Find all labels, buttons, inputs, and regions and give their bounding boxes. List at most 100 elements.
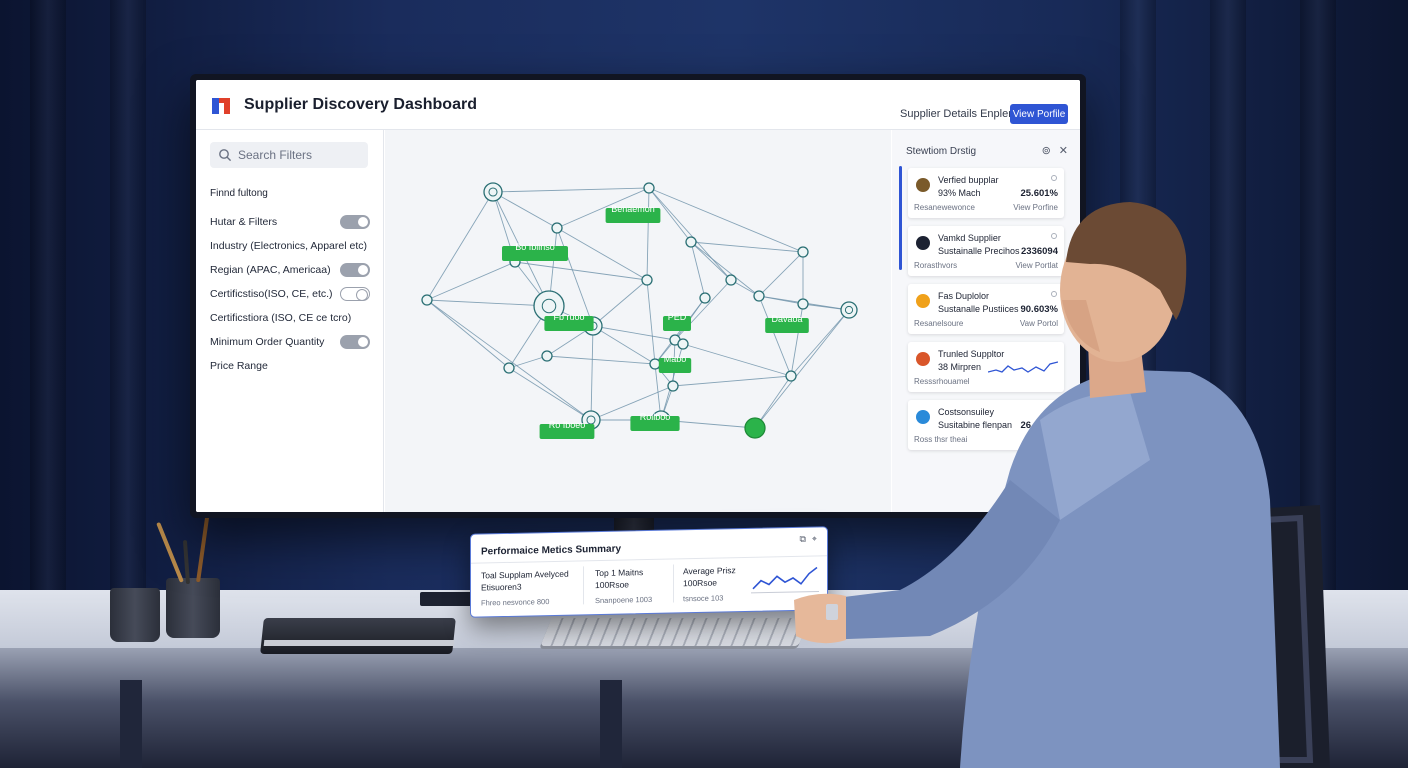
filter-label: Minimum Order Quantity: [210, 336, 325, 348]
filter-row[interactable]: Certificstiso(ISO, CE, etc.): [210, 286, 370, 304]
metric-total-suppliers: Toal Supplam Avelyced Etisuoren3 Fhreo n…: [481, 568, 569, 608]
graph-node[interactable]: [725, 274, 737, 286]
graph-node[interactable]: [483, 182, 503, 202]
supplier-subtitle: 38 Mirpren: [938, 362, 982, 372]
graph-edge: [556, 227, 594, 327]
keyboard[interactable]: [540, 618, 810, 646]
graph-node[interactable]: [641, 274, 653, 286]
graph-node-label[interactable]: Mabo: [658, 354, 692, 373]
graph-edge: [426, 191, 494, 301]
metric-top-matches: Top 1 Maitns 100Rsoe Snanpoene 1003: [595, 567, 653, 606]
graph-node-label[interactable]: Davaoa: [765, 314, 809, 333]
graph-node[interactable]: [541, 350, 553, 362]
close-icon[interactable]: ✕: [1058, 145, 1068, 157]
graph-node-label[interactable]: Ro Iboeo: [539, 420, 595, 439]
supplier-details-link[interactable]: Supplier Details Enplers: [900, 108, 1018, 120]
search-icon: [219, 149, 232, 162]
graph-node[interactable]: [643, 182, 655, 194]
select-checkbox[interactable]: [1051, 175, 1057, 181]
graph-node[interactable]: [797, 246, 809, 258]
filter-toggle[interactable]: [340, 215, 370, 229]
graph-node[interactable]: [667, 380, 679, 392]
filter-row[interactable]: Price Range: [210, 358, 370, 376]
filter-label: Certificstiora (ISO, CE ce tcro): [210, 312, 352, 324]
performance-metrics-card: Performaice Metics Summary ⧉ ⌖ Toal Supp…: [470, 526, 828, 618]
supplier-avatar: [916, 352, 930, 366]
graph-node[interactable]: [649, 358, 661, 370]
select-checkbox[interactable]: [1051, 291, 1057, 297]
supplier-meta: Ross thsr theai: [914, 435, 968, 444]
supplier-sparkline: [988, 361, 1058, 373]
graph-node[interactable]: [785, 370, 797, 382]
view-profile-link[interactable]: Vaw Io: [1034, 435, 1058, 444]
mug: [110, 588, 160, 642]
notebook: [260, 618, 456, 654]
graph-node[interactable]: [677, 338, 689, 350]
graph-node[interactable]: [744, 417, 766, 439]
pin-icon[interactable]: ⌖: [811, 533, 817, 544]
filter-toggle[interactable]: [340, 335, 370, 349]
graph-label-text: Fb ruoo: [553, 312, 584, 322]
network-graph-canvas[interactable]: Benaemon Bo Iblinso Fb ruoo PED DavaoaMaboRo…: [385, 130, 891, 512]
filter-row[interactable]: Certificstiora (ISO, CE ce tcro): [210, 310, 370, 328]
graph-edge: [672, 375, 792, 387]
graph-node[interactable]: [699, 292, 711, 304]
copy-icon[interactable]: ⧉: [799, 533, 806, 544]
graph-node[interactable]: [797, 298, 809, 310]
graph-label-text: Rollboo: [640, 412, 671, 422]
graph-node[interactable]: [840, 301, 858, 319]
view-profile-link[interactable]: View Porfine: [1013, 203, 1058, 212]
graph-edge: [648, 187, 692, 243]
graph-node-label[interactable]: Fb ruoo: [544, 312, 594, 331]
graph-node-label[interactable]: PED: [663, 312, 691, 331]
panel-title: Stewtiom Drstig: [906, 146, 977, 157]
settings-icon[interactable]: ⊚: [1041, 145, 1051, 157]
graph-label-text: Bo Iblinso: [515, 242, 555, 252]
view-profile-button[interactable]: View Porfile: [1010, 104, 1068, 124]
supplier-score: 90.603%: [1020, 304, 1058, 315]
graph-node-label[interactable]: Rollboo: [630, 412, 680, 431]
supplier-name: Fas Duplolor: [938, 291, 990, 301]
metrics-sparkline: [751, 566, 819, 594]
graph-node[interactable]: [685, 236, 697, 248]
supplier-avatar: [916, 236, 930, 250]
view-profile-link[interactable]: View Portlat: [1015, 261, 1058, 270]
graph-node[interactable]: [753, 290, 765, 302]
supplier-avatar: [916, 178, 930, 192]
filter-row[interactable]: Regian (APAC, Americaa): [210, 262, 370, 280]
graph-node-label[interactable]: Benaemon: [605, 204, 661, 223]
graph-edge: [508, 367, 592, 421]
graph-edge: [648, 187, 804, 253]
app-logo-icon: [210, 94, 232, 116]
select-checkbox[interactable]: [1051, 233, 1057, 239]
graph-node-label[interactable]: Bo Iblinso: [502, 242, 568, 261]
graph-node[interactable]: [421, 294, 433, 306]
search-input[interactable]: [238, 146, 362, 164]
graph-node[interactable]: [503, 362, 515, 374]
filter-toggle[interactable]: [340, 263, 370, 277]
search-box[interactable]: [210, 142, 368, 168]
graph-node[interactable]: [551, 222, 563, 234]
top-bar: Supplier Discovery Dashboard Supplier De…: [196, 80, 1080, 130]
supplier-name: Costsonsuiley: [938, 407, 995, 417]
graph-edge: [426, 261, 516, 301]
filter-label: Certificstiso(ISO, CE, etc.): [210, 288, 333, 300]
filter-label: Regian (APAC, Americaa): [210, 264, 331, 276]
view-profile-link[interactable]: Vaw Portol: [1019, 319, 1058, 328]
graph-edge: [426, 299, 510, 369]
filter-row[interactable]: Industry (Electronics, Apparel etc): [210, 238, 370, 256]
filter-toggle[interactable]: [340, 287, 370, 301]
filter-row[interactable]: Minimum Order Quantity: [210, 334, 370, 352]
graph-label-bg: [539, 424, 595, 439]
graph-edge: [790, 303, 804, 377]
select-checkbox[interactable]: [1051, 407, 1057, 413]
supplier-subtitle: 93% Mach: [938, 188, 981, 198]
filter-row[interactable]: Hutar & Filters: [210, 214, 370, 232]
